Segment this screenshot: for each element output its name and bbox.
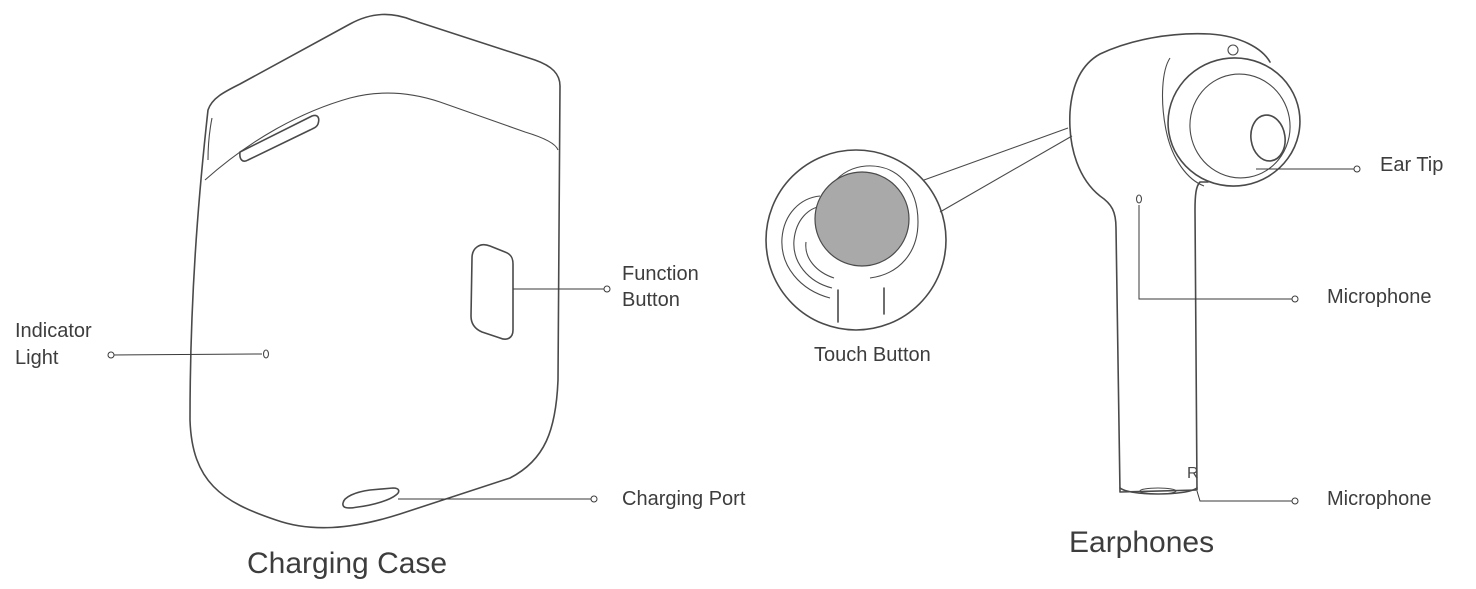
ear-tip-label: Ear Tip [1380,154,1444,176]
function-button-shape [470,243,514,340]
earphone-illustration [1069,32,1301,495]
ear-tip-nozzle [1250,114,1286,162]
function-leader-dot [603,285,611,293]
case-leaders [107,285,611,503]
zoom-ring-middle [793,205,833,289]
upper-mic-leader-line [1138,205,1292,300]
upper-microphone-label: Microphone [1327,286,1432,308]
ear-tip-leader-dot [1353,165,1361,173]
charging-port-shape [342,487,400,509]
earphone-body-outline [1069,32,1271,493]
zoom-line-lower [939,135,1073,213]
case-lid-notch [239,114,320,162]
touch-button-label: Touch Button [814,344,931,366]
earphone-leaders [1138,165,1361,505]
lower-mic-leader-line [1196,490,1292,502]
indicator-leader-dot [107,351,115,359]
zoom-circle [765,149,947,331]
right-side-mark: R [1187,465,1199,482]
charging-case-caption: Charging Case [247,547,448,580]
case-lid-seam [204,92,559,181]
touch-button-zoom [765,127,1073,331]
charging-port-label: Charging Port [622,488,746,510]
upper-mic-leader-dot [1291,295,1299,303]
indicator-light-label-line2: Light [15,347,59,369]
lower-microphone-label: Microphone [1327,488,1432,510]
charging-port-leader-dot [590,495,598,503]
zoom-ring-inner [805,241,835,279]
indicator-leader-line [111,353,263,356]
indicator-light-dot [262,349,270,359]
upper-microphone-hole [1135,194,1143,204]
lower-mic-leader-dot [1291,497,1299,505]
indicator-light-label-line1: Indicator [15,320,92,342]
case-body-outline [189,13,561,529]
earphones-caption: Earphones [1069,526,1215,559]
case-lid-edge [207,117,213,161]
function-button-label-line2: Button [622,289,680,311]
zoom-line-upper [923,127,1069,181]
ear-tip-outer [1167,57,1301,187]
lower-microphone-grill [1139,487,1177,495]
ear-tip-back [1162,57,1205,187]
zoom-stem [837,287,885,323]
ear-tip-inner [1189,73,1291,179]
zoom-ring-outer [781,195,831,299]
ear-tip-sensor [1227,44,1239,56]
function-button-label-line1: Function [622,263,699,285]
touch-button-pad [814,171,910,267]
charging-case-illustration [189,13,561,529]
